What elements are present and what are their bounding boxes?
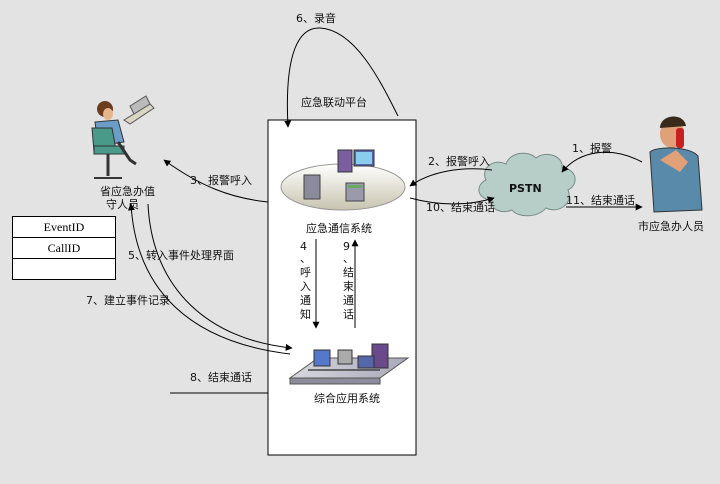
- svg-text:话: 话: [343, 308, 354, 321]
- step-6-label: 6、录音: [296, 11, 336, 25]
- step-8-label: 8、结束通话: [190, 371, 252, 384]
- arrow-step-7: [127, 203, 291, 355]
- table-row: EventID: [13, 217, 115, 238]
- svg-text:4: 4: [300, 240, 307, 253]
- svg-text:束: 束: [343, 280, 354, 293]
- svg-text:、: 、: [343, 252, 354, 265]
- step-4-label: 4 、 呼 入 通 知: [300, 240, 311, 321]
- step-2-label: 2、报警呼入: [428, 154, 490, 168]
- province-staff-icon: [91, 95, 155, 179]
- step-11-label: 11、结束通话: [566, 194, 635, 207]
- comm-system-label: 应急通信系统: [306, 221, 372, 235]
- step-7-label: 7、建立事件记录: [86, 293, 170, 307]
- svg-text:呼: 呼: [300, 266, 311, 279]
- province-staff-label-2: 守人员: [106, 197, 139, 211]
- comm-system-icon: [280, 149, 406, 211]
- pstn-label: PSTN: [509, 182, 542, 195]
- app-system-label: 综合应用系统: [314, 391, 380, 405]
- arrow-step-6: [284, 27, 399, 128]
- arrow-step-3: [163, 159, 269, 203]
- svg-text:结: 结: [343, 266, 354, 279]
- svg-text:9: 9: [343, 240, 350, 253]
- arrow-step-10: [409, 196, 495, 205]
- event-id-table: EventID CallID: [12, 216, 116, 280]
- province-staff-label-1: 省应急办值: [100, 184, 155, 198]
- city-staff-icon: [649, 116, 703, 213]
- svg-text:知: 知: [300, 307, 311, 321]
- step-1-label: 1、报警: [572, 141, 612, 155]
- step-10-label: 10、结束通话: [426, 201, 495, 214]
- step-3-label: 3、报警呼入: [190, 173, 252, 187]
- table-row: [13, 259, 115, 279]
- arrow-step-1: [561, 151, 643, 173]
- arrow-step-2: [409, 168, 493, 187]
- svg-text:、: 、: [300, 252, 311, 265]
- step-5-label: 5、转入事件处理界面: [128, 248, 234, 262]
- table-row: CallID: [13, 238, 115, 259]
- platform-title: 应急联动平台: [301, 95, 367, 109]
- svg-text:入: 入: [300, 280, 311, 293]
- arrow-step-5: [147, 203, 293, 351]
- city-staff-label: 市应急办人员: [638, 219, 704, 233]
- app-system-icon: [288, 343, 410, 385]
- svg-text:通: 通: [300, 294, 311, 307]
- svg-text:通: 通: [343, 294, 354, 307]
- step-9-label: 9 、 结 束 通 话: [343, 240, 354, 321]
